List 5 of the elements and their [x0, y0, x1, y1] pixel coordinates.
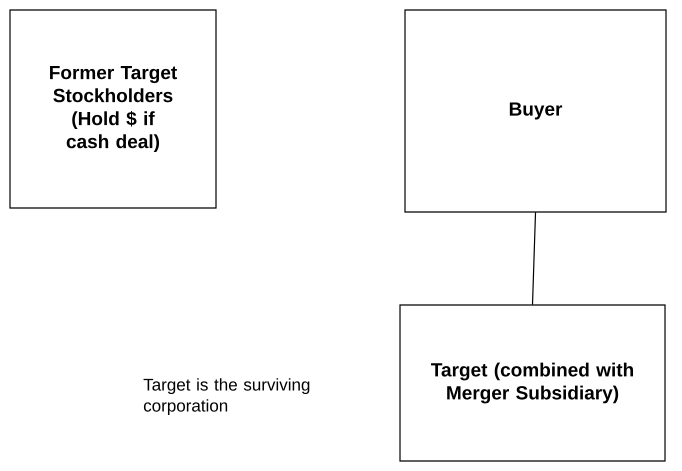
- text-box: Target (combined with Merger Subsidiary): [399, 304, 666, 462]
- text-box: Former Target Stockholders (Hold $ if cash deal): [9, 9, 217, 209]
- note-text: Target is the surviving corporation: [144, 378, 310, 416]
- text-box: Buyer: [404, 9, 667, 213]
- connector-line: [532, 212, 536, 304]
